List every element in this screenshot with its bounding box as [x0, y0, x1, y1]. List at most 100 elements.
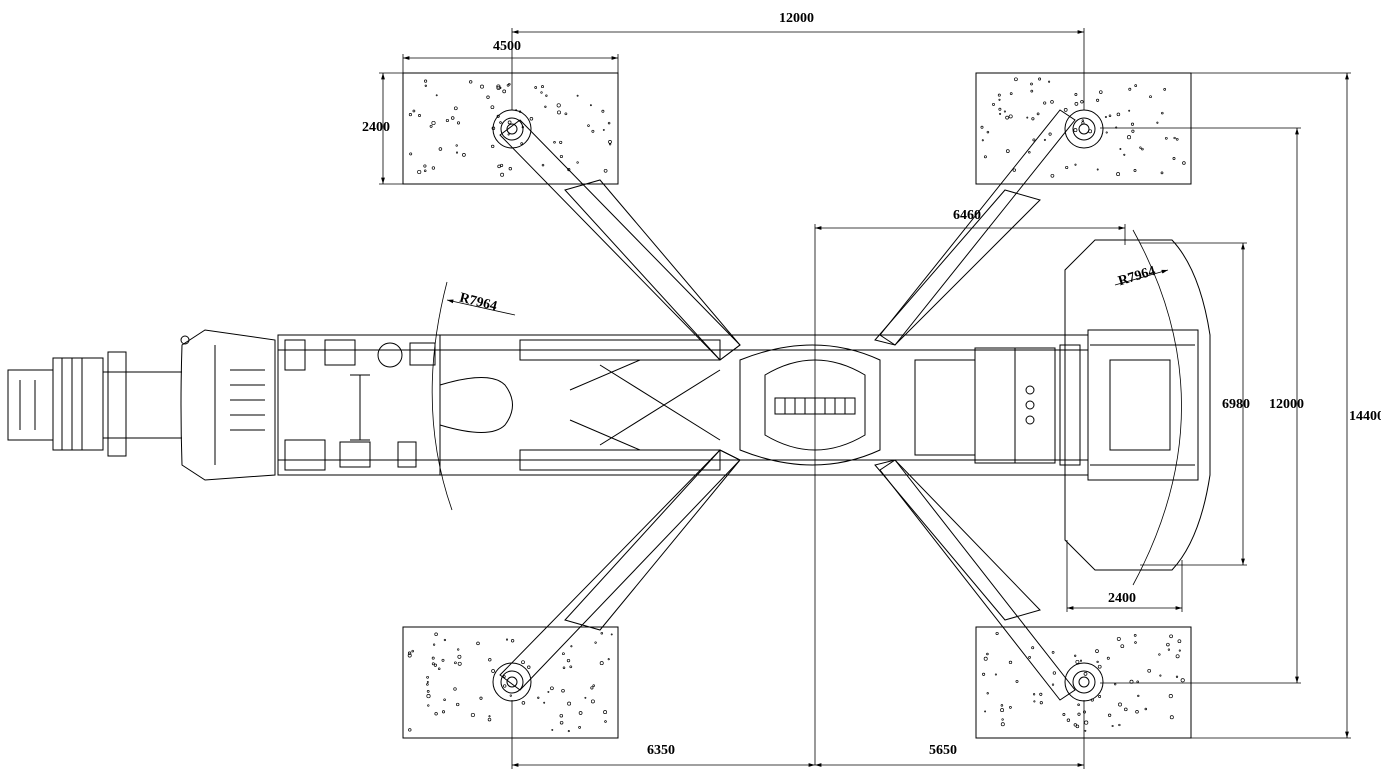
stipple-dot [487, 96, 490, 99]
stipple-dot [1001, 705, 1003, 707]
stipple-dot [409, 729, 412, 732]
stipple-dot [1049, 133, 1051, 135]
stipple-dot [1109, 115, 1111, 117]
stipple-dot [456, 152, 457, 153]
stipple-dot [428, 705, 430, 707]
stipple-dot [1048, 81, 1049, 82]
outrigger-pad-rear-left [976, 73, 1191, 184]
stipple-dot [497, 85, 500, 88]
stipple-dot [508, 134, 509, 135]
stipple-dot [999, 108, 1001, 110]
stipple-dot [604, 711, 607, 714]
stipple-dot [608, 122, 610, 124]
stipple-dot [1051, 101, 1054, 104]
stipple-dot [541, 92, 543, 94]
stipple-dot [1176, 138, 1178, 140]
stipple-dot [430, 125, 432, 127]
stipple-dot [433, 644, 435, 646]
slew-ring-superstructure [740, 345, 880, 465]
stipple-dot [1028, 151, 1030, 153]
stipple-dot [987, 131, 989, 133]
stipple-dot [1127, 136, 1130, 139]
stipple-dot [1031, 90, 1033, 92]
stipple-dot [535, 87, 537, 89]
stipple-dot [1052, 651, 1054, 653]
stipple-dot [1157, 122, 1158, 123]
stipple-dot [996, 632, 998, 634]
stipple-dot [565, 113, 567, 115]
dimension-lines [379, 28, 1351, 769]
stipple-dot [1135, 642, 1137, 644]
dim-overall-width: 14400 [1349, 409, 1381, 424]
stipple-dot [1099, 695, 1101, 697]
stipple-dot [480, 697, 482, 699]
stipple-dot [1039, 78, 1041, 80]
stipple-dot [1098, 665, 1101, 668]
stipple-dot [434, 664, 436, 666]
stipple-dot [1129, 110, 1130, 111]
stipple-dot [1179, 650, 1180, 651]
stipple-dot [562, 689, 565, 692]
stipple-dot [1085, 721, 1088, 724]
stipple-dot [1044, 139, 1045, 140]
stipple-dot [1051, 174, 1054, 177]
stipple-dot [1096, 650, 1099, 653]
stipple-dot [1121, 645, 1124, 648]
stipple-dot [550, 687, 553, 690]
stipple-dot [432, 657, 434, 659]
stipple-dot [435, 633, 438, 636]
stipple-dot [1074, 129, 1077, 132]
stipple-dot [567, 659, 570, 662]
stipple-dot [1075, 102, 1078, 105]
stipple-dot [552, 729, 553, 730]
stipple-dot [500, 122, 502, 124]
stipple-dot [1075, 164, 1076, 165]
stipple-dot [491, 145, 494, 148]
stipple-dot [1006, 116, 1009, 119]
stipple-dot [446, 119, 448, 121]
stipple-dot [1161, 172, 1163, 174]
outrigger-pad-rear-right [976, 627, 1191, 738]
stipple-dot [560, 714, 563, 717]
stipple-dot [1067, 719, 1070, 722]
stipple-dot [1145, 708, 1147, 710]
stipple-dot [1040, 693, 1042, 695]
swing-radius-arcs [432, 230, 1181, 585]
stipple-dot [511, 640, 514, 643]
stipple-dot [1168, 649, 1170, 651]
stipple-dot [1161, 112, 1163, 114]
stipple-dot [410, 153, 412, 155]
stipple-dot [1085, 730, 1086, 731]
stipple-dot [981, 126, 983, 128]
stipple-dot [1016, 680, 1018, 682]
dim-front-bottom: 6350 [647, 743, 675, 758]
stipple-dot [1132, 130, 1134, 132]
stipple-dot [418, 114, 420, 116]
stipple-dot [425, 85, 427, 87]
stipple-dot [1033, 694, 1035, 696]
stipple-dot [992, 103, 994, 105]
stipple-dot [507, 84, 509, 86]
stipple-dot [1148, 669, 1151, 672]
stipple-dot [1167, 643, 1170, 646]
stipple-dot [508, 121, 511, 124]
stipple-dot [456, 703, 459, 706]
stipple-dot [1032, 647, 1034, 649]
stipple-dot [544, 702, 545, 703]
stipple-dot [1001, 723, 1004, 726]
radius-leaders [447, 270, 1168, 315]
stipple-dot [418, 170, 421, 173]
stipple-dot [1084, 672, 1087, 675]
stipple-dot [1160, 675, 1161, 676]
stipple-dot [1083, 711, 1085, 713]
stipple-dot [604, 169, 607, 172]
stipple-dot [1075, 93, 1077, 95]
stipple-dot [1037, 113, 1039, 115]
stipple-dot [408, 654, 411, 657]
stipple-dot [451, 117, 454, 120]
stipple-dot [1082, 120, 1084, 122]
stipple-dot [1027, 117, 1028, 118]
stipple-dot [1117, 113, 1120, 116]
stipple-dot [1097, 661, 1099, 663]
stipple-dot [480, 85, 483, 88]
